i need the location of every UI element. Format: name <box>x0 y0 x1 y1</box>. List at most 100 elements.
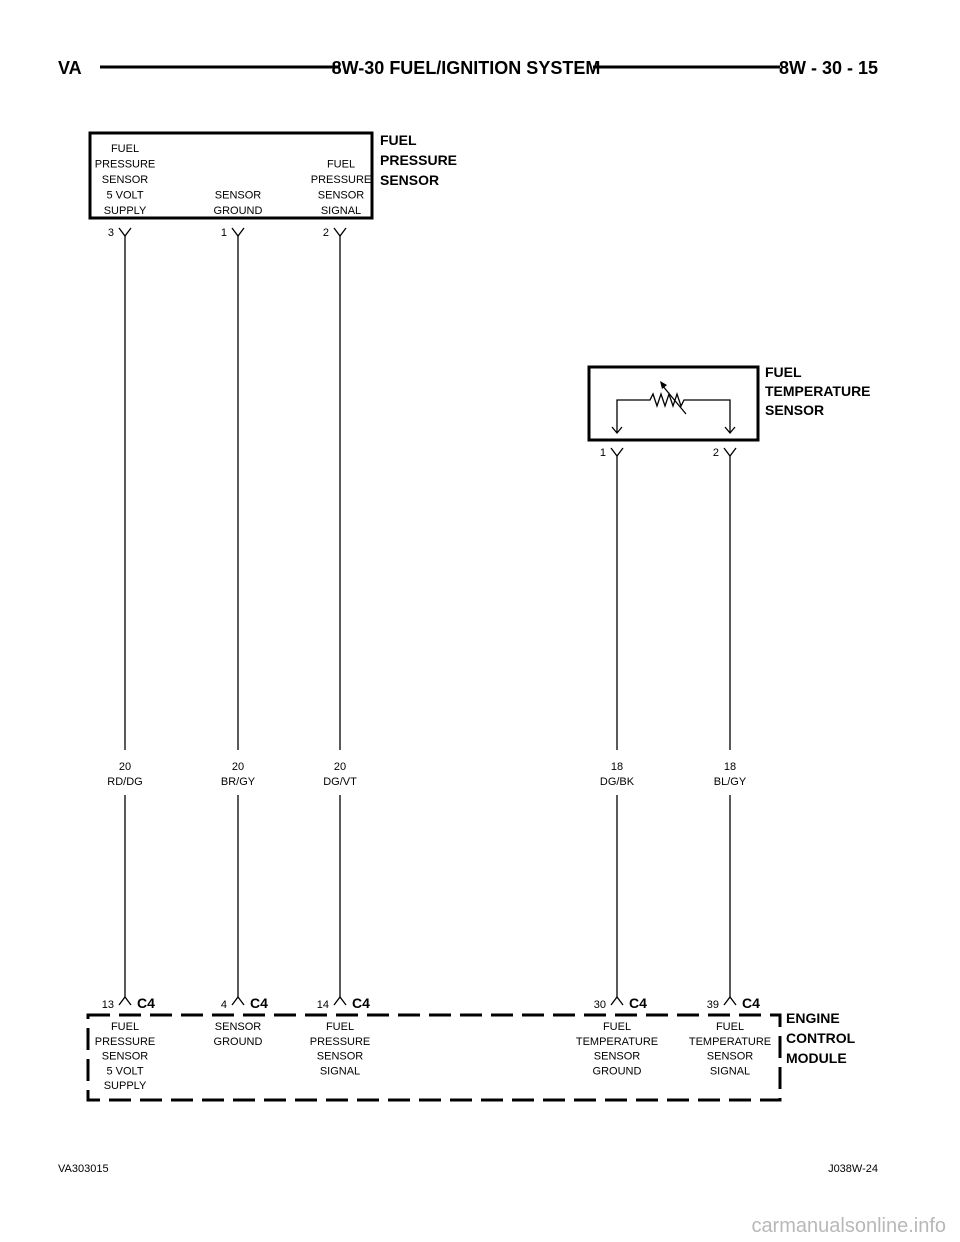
watermark: carmanualsonline.info <box>751 1215 946 1237</box>
thermistor-terminal-right <box>724 426 736 435</box>
fuel-pressure-sensor-pin-labels: FUEL PRESSURE SENSOR 5 VOLT SUPPLY SENSOR GROU… <box>95 143 372 217</box>
ecm-pin-number: 39 <box>707 999 719 1011</box>
fps-pin-terminal <box>118 227 132 238</box>
ecm-pin-number: 30 <box>594 999 606 1011</box>
footer-left-code: VA303015 <box>58 1163 109 1175</box>
ecm-pin-label-line: TEMPERATURE <box>576 1036 658 1048</box>
ecm-pin-label-line: SUPPLY <box>104 1080 147 1092</box>
ecm-connector-id: C4 <box>629 995 647 1011</box>
ecm-pin-label-line: SIGNAL <box>710 1065 750 1077</box>
ecm-pin-label-line: SENSOR <box>594 1051 641 1063</box>
ecm-pin-label-line: FUEL <box>603 1021 631 1033</box>
page-header: VA 8W-30 FUEL/IGNITION SYSTEM 8W - 30 - … <box>58 58 878 78</box>
ecm-pin-label-line: GROUND <box>593 1065 642 1077</box>
ecm-pin-number: 13 <box>102 999 114 1011</box>
fps-pin-number: 2 <box>323 227 329 239</box>
ecm-pin-label-line: TEMPERATURE <box>689 1036 771 1048</box>
fuel-pressure-sensor-title: FUEL PRESSURE SENSOR <box>380 132 457 188</box>
fuel-temperature-sensor-title: FUEL TEMPERATURE SENSOR <box>765 364 871 418</box>
ecm-connector-id: C4 <box>742 995 760 1011</box>
fts-pin-number: 1 <box>600 447 606 459</box>
ecm-pin-terminal <box>231 995 245 1006</box>
ecm-pin-label-line: FUEL <box>716 1021 744 1033</box>
fuel-pressure-sensor-box <box>88 131 374 220</box>
fps-pin-label-line: PRESSURE <box>95 159 156 171</box>
wire-gauge-label: 18 <box>724 761 736 773</box>
fps-pin-label-line: PRESSURE <box>311 174 372 186</box>
fuel-temperature-sensor-title-line: SENSOR <box>765 402 824 418</box>
fps-pin-terminal <box>333 227 347 238</box>
fps-pin-label-line: SENSOR <box>102 174 149 186</box>
ecm-pin-terminal <box>333 995 347 1006</box>
wire-color-label: BR/GY <box>221 776 256 788</box>
ecm-pin-label-line: SIGNAL <box>320 1065 360 1077</box>
thermistor-circuit <box>616 391 731 432</box>
ecm-title: ENGINE CONTROL MODULE <box>786 1010 856 1066</box>
ecm-pin-label-line: SENSOR <box>215 1021 262 1033</box>
fts-pin-terminal <box>610 447 624 458</box>
thermistor-terminal-left <box>611 426 623 435</box>
fuel-temperature-sensor-title-line: FUEL <box>765 364 802 380</box>
ecm-pin-terminal <box>118 995 132 1006</box>
ecm-pin-label-line: SENSOR <box>102 1051 149 1063</box>
ecm-title-line: CONTROL <box>786 1030 856 1046</box>
fps-pin-label-line: GROUND <box>214 205 263 217</box>
ecm-pin-terminal <box>610 995 624 1006</box>
ecm-connectors: 13 C4 4 C4 14 C4 30 C4 39 C4 <box>102 995 760 1011</box>
ecm-pin-label-line: FUEL <box>326 1021 354 1033</box>
fps-pin-terminal <box>231 227 245 238</box>
wire-gauge-label: 18 <box>611 761 623 773</box>
fps-pin-label-line: FUEL <box>111 143 139 155</box>
wire-color-label: BL/GY <box>714 776 747 788</box>
fps-pin-label-line: SIGNAL <box>321 205 361 217</box>
ecm-pin-label-line: 5 VOLT <box>106 1065 143 1077</box>
header-title: 8W-30 FUEL/IGNITION SYSTEM <box>332 58 601 78</box>
thermistor-arrow-line <box>661 384 687 415</box>
ecm-pin-label-line: PRESSURE <box>310 1036 371 1048</box>
fps-pin-label-line: SUPPLY <box>104 205 147 217</box>
ecm-title-line: ENGINE <box>786 1010 840 1026</box>
ecm-pin-number: 14 <box>317 999 329 1011</box>
wire-gauge-label: 20 <box>232 761 244 773</box>
header-left: VA <box>58 58 82 78</box>
ecm-pin-number: 4 <box>221 999 227 1011</box>
footer-right-code: J038W-24 <box>828 1163 878 1175</box>
fuel-temperature-sensor-title-line: TEMPERATURE <box>765 383 871 399</box>
ecm-connector-id: C4 <box>250 995 268 1011</box>
fps-pin-label-line: SENSOR <box>318 190 365 202</box>
fuel-temperature-sensor-box <box>587 365 760 442</box>
fps-pin-label-line: 5 VOLT <box>106 190 143 202</box>
wire-gauge-label: 20 <box>334 761 346 773</box>
ecm-box <box>86 1013 782 1102</box>
fps-pin-label-line: FUEL <box>327 159 355 171</box>
fuel-pressure-sensor-title-line: FUEL <box>380 132 417 148</box>
ecm-pin-terminal <box>723 995 737 1006</box>
ecm-title-line: MODULE <box>786 1050 847 1066</box>
fuel-pressure-sensor-title-line: PRESSURE <box>380 152 457 168</box>
fps-pin-number: 3 <box>108 227 114 239</box>
ecm-pin-labels: FUEL PRESSURE SENSOR 5 VOLT SUPPLY SENSOR GROU… <box>95 1021 771 1092</box>
ecm-connector-id: C4 <box>137 995 155 1011</box>
fts-pin-number: 2 <box>713 447 719 459</box>
wire-gauge-label: 20 <box>119 761 131 773</box>
ecm-connector-id: C4 <box>352 995 370 1011</box>
ecm-pin-label-line: SENSOR <box>317 1051 364 1063</box>
thermistor-symbol <box>611 381 736 435</box>
ecm-pin-label-line: SENSOR <box>707 1051 754 1063</box>
fps-pin-label-line: SENSOR <box>215 190 262 202</box>
fuel-pressure-sensor-title-line: SENSOR <box>380 172 439 188</box>
fts-pin-terminal <box>723 447 737 458</box>
header-page-number: 8W - 30 - 15 <box>779 58 878 78</box>
fuel-pressure-sensor: FUEL PRESSURE SENSOR FUEL PRESSURE SENSOR 5 V… <box>88 131 457 239</box>
thermistor-arrow-head <box>660 381 667 389</box>
wire-color-label: DG/VT <box>323 776 357 788</box>
ecm-pin-label-line: GROUND <box>214 1036 263 1048</box>
wire-color-label: DG/BK <box>600 776 635 788</box>
ecm-pin-label-line: PRESSURE <box>95 1036 156 1048</box>
wire-color-label: RD/DG <box>107 776 142 788</box>
